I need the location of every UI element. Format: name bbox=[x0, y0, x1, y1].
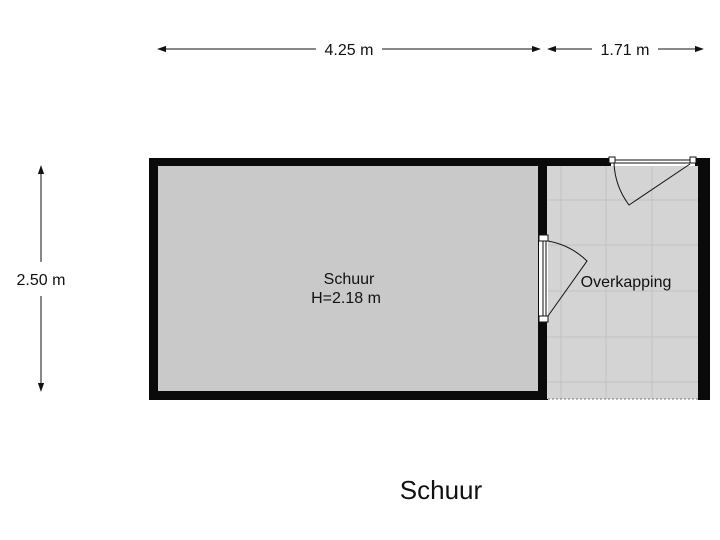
door-schuur bbox=[538, 234, 588, 323]
schuur-floor bbox=[158, 166, 538, 391]
dimension-top-left-label: 4.25 m bbox=[325, 42, 374, 59]
room-schuur: Schuur H=2.18 m bbox=[149, 158, 548, 400]
room-schuur-height: H=2.18 m bbox=[311, 290, 381, 307]
dimension-left: 2.50 m bbox=[17, 165, 66, 392]
overkapping-top-wall-left bbox=[547, 158, 611, 166]
overkapping-right-wall bbox=[698, 158, 710, 400]
room-overkapping: Overkapping bbox=[547, 158, 710, 400]
dimension-top-left: 4.25 m bbox=[157, 42, 541, 59]
plan-title: Schuur bbox=[400, 475, 483, 505]
room-overkapping-label: Overkapping bbox=[581, 274, 672, 291]
dimension-top-right: 1.71 m bbox=[547, 42, 704, 59]
door-overkapping bbox=[608, 156, 697, 206]
dimension-top-right-label: 1.71 m bbox=[601, 42, 650, 59]
dimension-left-label: 2.50 m bbox=[17, 272, 66, 289]
floor-tile-grid bbox=[547, 166, 698, 399]
room-schuur-label: Schuur bbox=[324, 271, 375, 288]
